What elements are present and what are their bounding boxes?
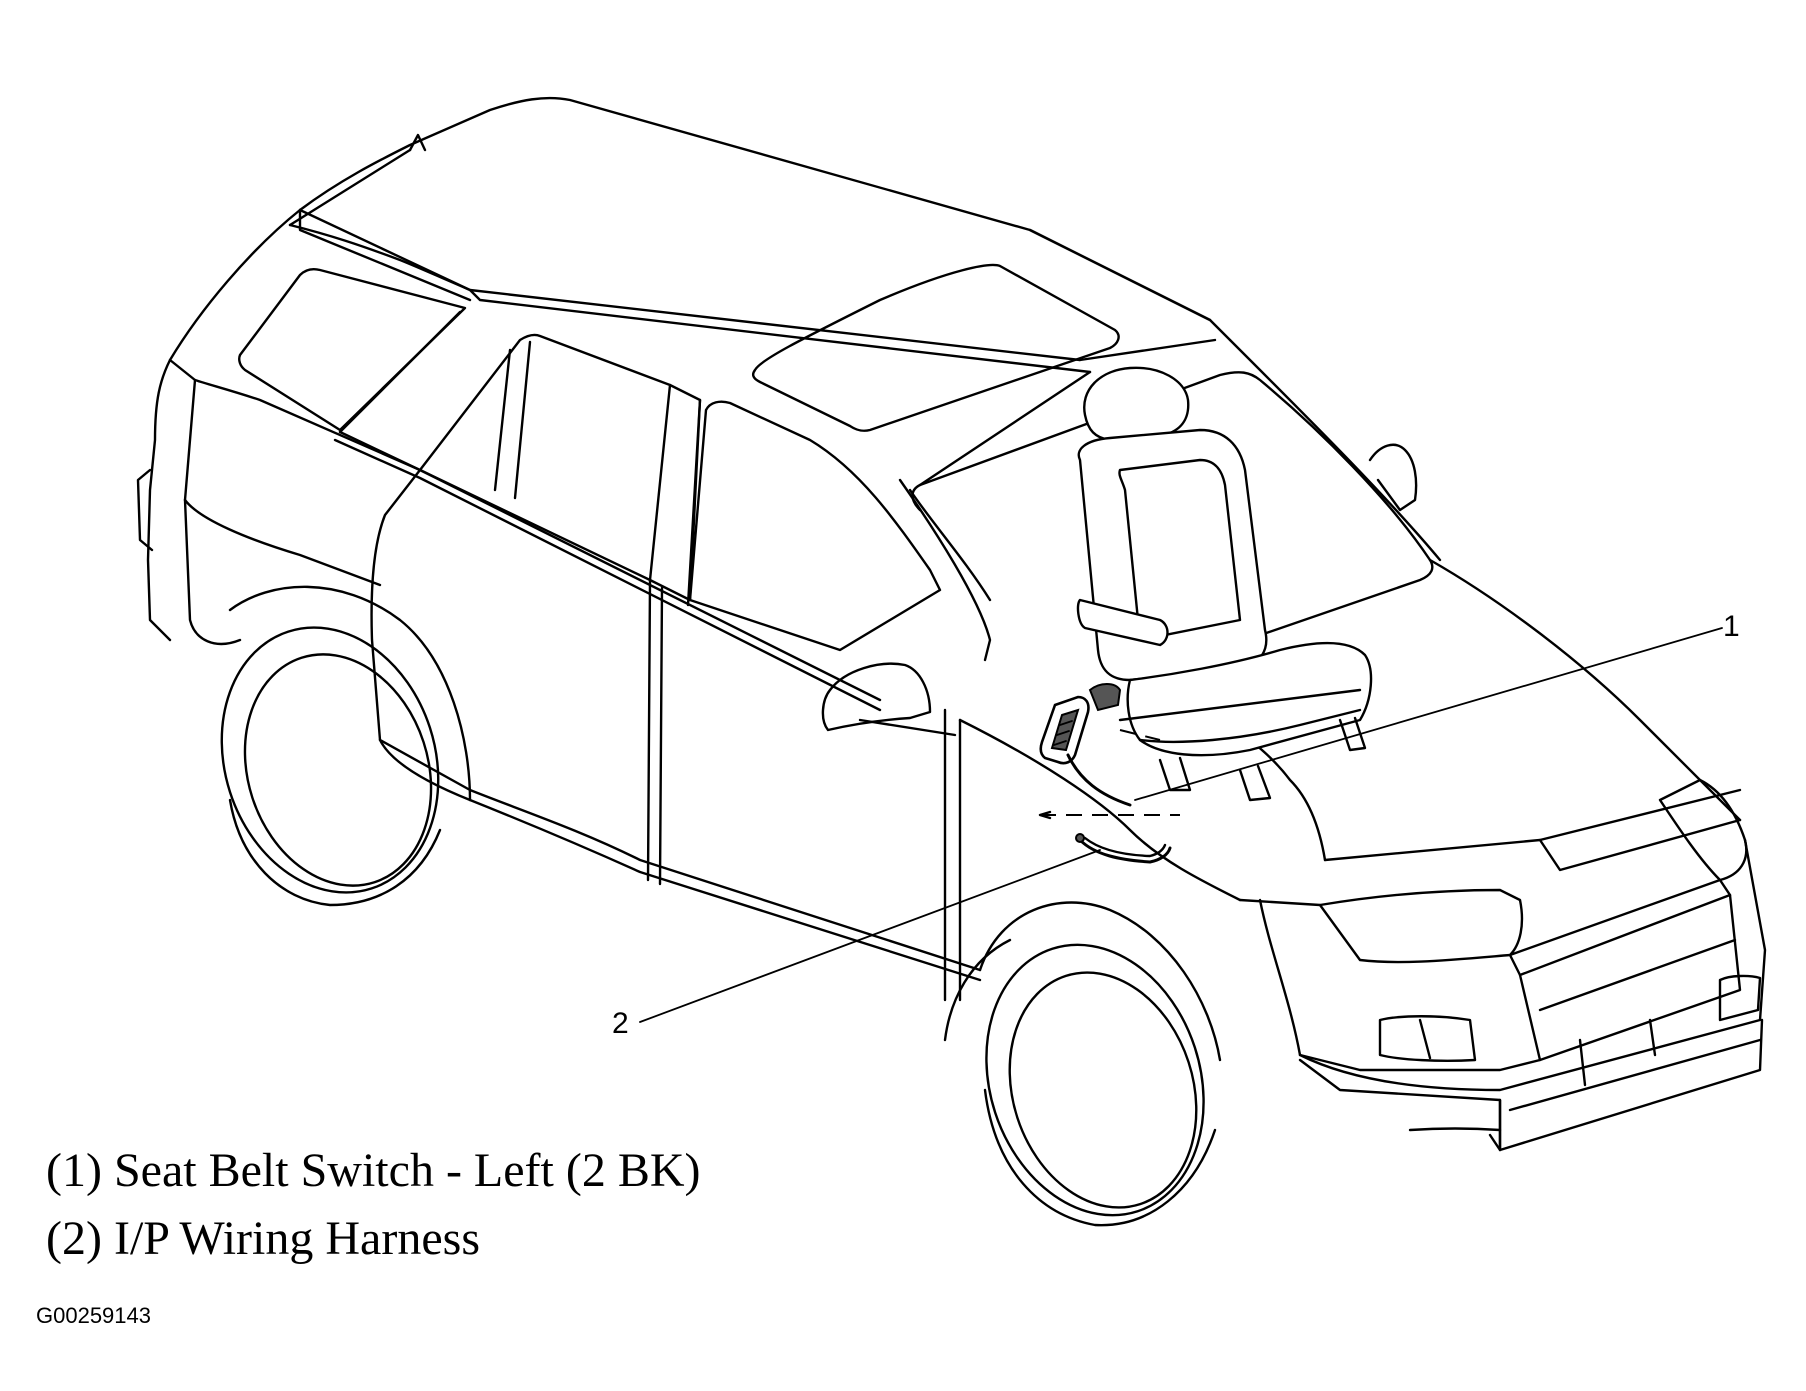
vehicle-body xyxy=(136,208,1012,1042)
windshield xyxy=(898,338,1442,682)
side-mirror xyxy=(821,662,957,737)
callout-leaders xyxy=(639,627,1723,1023)
dashed-connectors xyxy=(1038,729,1180,820)
front-fascia xyxy=(1258,778,1767,1152)
rear-side-window xyxy=(238,268,467,434)
figure-id: G00259143 xyxy=(36,1303,151,1328)
seat-belt-switch xyxy=(1039,683,1132,807)
rear-wheel xyxy=(220,585,472,907)
roof xyxy=(288,96,1232,374)
front-wheel xyxy=(978,901,1222,1227)
sunroof xyxy=(751,263,1120,432)
leader-line-1 xyxy=(1134,627,1723,801)
hood xyxy=(958,443,1742,907)
driver-seat xyxy=(1076,366,1373,802)
side-windows xyxy=(418,333,942,886)
leader-line-2 xyxy=(639,849,1101,1023)
ip-wiring-harness xyxy=(1075,833,1172,864)
callout-number-2: 2 xyxy=(612,1007,629,1040)
legend-item-ip-wiring-harness: (2) I/P Wiring Harness xyxy=(46,1212,480,1265)
callout-number-1: 1 xyxy=(1723,610,1740,643)
legend-item-seat-belt-switch: (1) Seat Belt Switch - Left (2 BK) xyxy=(46,1144,701,1197)
